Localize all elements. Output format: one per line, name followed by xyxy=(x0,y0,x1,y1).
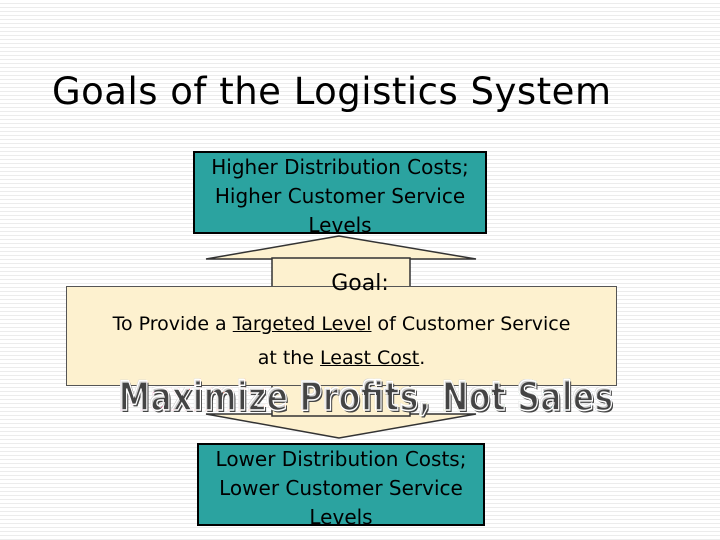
lower-costs-line-3: Levels xyxy=(309,505,373,529)
slogan-wordart: Maximize Profits, Not Sales xyxy=(117,373,613,421)
goal-line-2: at the Least Cost. xyxy=(66,341,617,375)
higher-costs-line-3: Levels xyxy=(308,213,372,237)
slogan-text: Maximize Profits, Not Sales xyxy=(117,373,613,421)
goal-line-1: To Provide a Targeted Level of Customer … xyxy=(66,307,617,341)
higher-costs-box: Higher Distribution Costs; Higher Custom… xyxy=(193,151,487,237)
targeted-level-text: Targeted Level xyxy=(232,313,372,335)
lower-costs-line-2: Lower Customer Service xyxy=(219,476,463,500)
goal-label: Goal: xyxy=(331,271,389,296)
lower-costs-box: Lower Distribution Costs; Lower Customer… xyxy=(197,443,485,529)
least-cost-text: Least Cost xyxy=(320,347,420,369)
goal-box xyxy=(66,286,617,386)
higher-costs-line-1: Higher Distribution Costs; xyxy=(211,155,469,179)
higher-costs-line-2: Higher Customer Service xyxy=(214,184,466,208)
lower-costs-line-1: Lower Distribution Costs; xyxy=(215,447,467,471)
goal-line-2-suffix: . xyxy=(419,347,426,369)
goal-statement: To Provide a Targeted Level of Customer … xyxy=(66,307,617,375)
goal-line-2-prefix: at the xyxy=(257,347,321,369)
goal-line-1-suffix: of Customer Service xyxy=(371,313,571,335)
slide-title: Goals of the Logistics System xyxy=(52,70,612,113)
goal-line-1-prefix: To Provide a xyxy=(112,313,233,335)
